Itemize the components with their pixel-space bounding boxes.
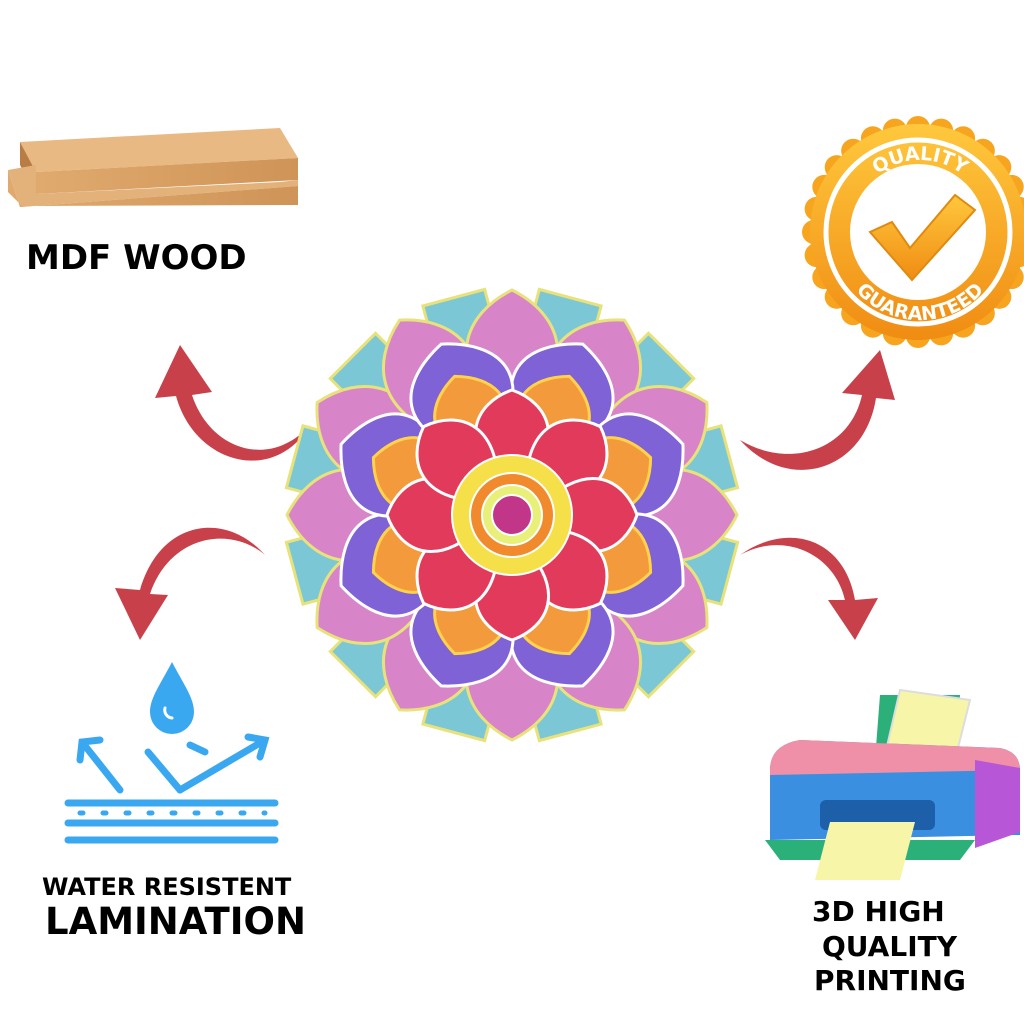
- curved-arrow-icon: [740, 537, 878, 640]
- printer-icon: [765, 688, 1020, 880]
- label-water-resistent: WATER RESISTENT: [42, 873, 292, 901]
- curved-arrow-icon: [115, 527, 265, 640]
- label-lamination: LAMINATION: [45, 900, 306, 943]
- quality-badge-icon: QUALITY GUARANTEED: [802, 116, 1024, 348]
- label-quality: QUALITY: [822, 930, 957, 963]
- wood-planks-icon: [8, 128, 298, 207]
- curved-arrow-icon: [740, 350, 895, 470]
- mandala-image: [284, 287, 740, 743]
- water-drop-icon: [64, 662, 279, 844]
- curved-arrow-icon: [155, 345, 310, 461]
- label-mdf-wood: MDF WOOD: [26, 238, 247, 278]
- label-3d-high: 3D HIGH: [812, 895, 945, 928]
- arrows: [115, 345, 895, 640]
- label-printing: PRINTING: [814, 964, 966, 997]
